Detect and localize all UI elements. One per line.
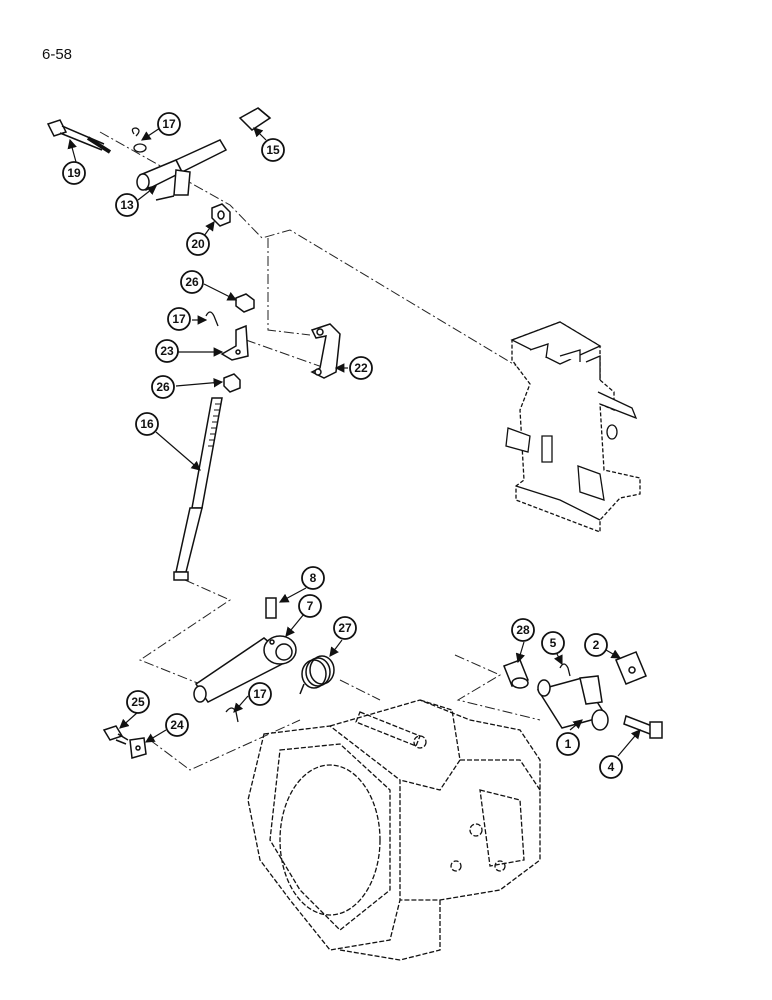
transmission-housing [247,699,541,961]
callout-label: 27 [338,621,352,635]
callout-label: 8 [310,571,317,585]
clip-5 [559,663,571,677]
pin-15 [238,107,272,131]
page-number: 6-58 [42,46,73,63]
callout-26-top: 26 [180,270,204,294]
callout-7: 7 [298,594,322,618]
callout-label: 2 [593,638,600,652]
callout-label: 23 [160,344,174,358]
callout-16: 16 [135,412,159,436]
callout-24: 24 [165,713,189,737]
lever-7 [193,635,297,703]
link-22 [310,323,341,379]
cotter-pin-17-top [131,127,147,153]
bolt-25 [102,725,129,745]
rod-16 [173,397,223,581]
callout-label: 7 [307,599,314,613]
callout-19: 19 [62,161,86,185]
callout-label: 13 [120,198,134,212]
callout-label: 1 [565,737,572,751]
callout-2: 2 [584,633,608,657]
cotter-pin-17-mid [205,311,219,327]
callout-label: 19 [67,166,81,180]
callout-13: 13 [115,193,139,217]
callout-label: 5 [550,636,557,650]
callout-1: 1 [556,732,580,756]
callout-5: 5 [541,631,565,655]
callout-15: 15 [261,138,285,162]
callout-label: 25 [131,695,145,709]
callout-17-mid: 17 [167,307,191,331]
callout-17-lower: 17 [248,682,272,706]
callout-4: 4 [599,755,623,779]
callout-22: 22 [349,356,373,380]
washer-24 [129,737,147,759]
shaft-1 [536,675,609,731]
nut-20 [211,203,231,227]
callout-label: 16 [140,417,154,431]
support-bracket [505,321,641,533]
bracket-23 [220,324,249,361]
callout-17-top: 17 [157,112,181,136]
lever-13 [136,139,228,201]
nut-26-lower [223,373,241,393]
callout-28: 28 [511,618,535,642]
callout-label: 28 [516,623,530,637]
callout-label: 26 [156,380,170,394]
spring-27 [299,655,335,695]
callout-label: 4 [608,760,615,774]
callouts: 17 15 19 13 20 26 17 23 22 26 16 8 7 27 … [62,112,623,779]
callout-label: 20 [191,237,205,251]
callout-27: 27 [333,616,357,640]
callout-label: 17 [162,117,176,131]
bushing-28 [503,659,529,689]
callout-26-lower: 26 [151,375,175,399]
nut-26-top [235,293,255,313]
pin-8 [265,597,277,619]
callout-label: 24 [170,718,184,732]
leader-lines [67,127,641,757]
callout-label: 26 [185,275,199,289]
callout-label: 15 [266,143,280,157]
callout-23: 23 [155,339,179,363]
callout-8: 8 [301,566,325,590]
callout-label: 17 [172,312,186,326]
callout-25: 25 [126,690,150,714]
bolt-19 [46,119,112,154]
block-2 [615,651,647,685]
callout-20: 20 [186,232,210,256]
bolt-4 [623,714,663,739]
callout-label: 17 [253,687,267,701]
callout-label: 22 [354,361,368,375]
